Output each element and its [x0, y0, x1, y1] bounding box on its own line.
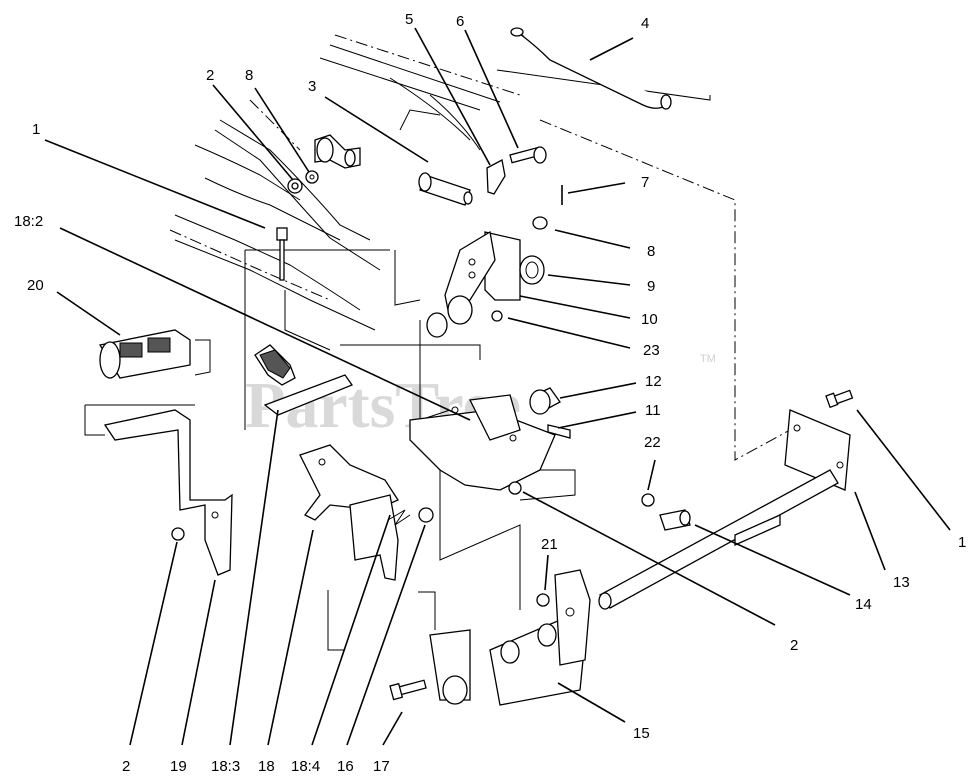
callout-20: 20 — [27, 277, 44, 294]
callout-23: 23 — [643, 342, 660, 359]
upper-bracket — [314, 134, 361, 169]
leader-lines — [44, 27, 951, 746]
nut-part-2-top — [287, 178, 303, 194]
callout-2-mid: 2 — [790, 637, 798, 654]
callout-3: 3 — [308, 78, 316, 95]
mount-bracket-part-11 — [409, 394, 571, 491]
spring-part-18-4 — [387, 509, 411, 526]
callout-21: 21 — [541, 536, 558, 553]
callout-13: 13 — [893, 574, 910, 591]
pin-part-3 — [418, 172, 473, 206]
lower-bracket-part-15 — [429, 569, 591, 706]
callout-18-3: 18:3 — [211, 758, 240, 775]
shaft-part-13 — [598, 409, 851, 610]
washer-part-8-top — [305, 170, 319, 184]
callout-1-right: 1 — [958, 534, 966, 551]
callout-16: 16 — [337, 758, 354, 775]
nut-part-21 — [536, 593, 550, 607]
pad-part-20 — [98, 329, 191, 379]
watermark-tm: TM — [700, 353, 716, 365]
bolt-part-6 — [509, 146, 547, 164]
bushing-part-12 — [529, 387, 561, 415]
callout-18-4: 18:4 — [291, 758, 320, 775]
callout-18: 18 — [258, 758, 275, 775]
callout-1-left: 1 — [32, 121, 40, 138]
washer-part-8-right — [532, 216, 548, 230]
nut-part-16 — [418, 507, 434, 523]
callout-7: 7 — [641, 174, 649, 191]
callout-2-top: 2 — [206, 67, 214, 84]
callout-9: 9 — [647, 278, 655, 295]
bolt-part-1-right — [825, 389, 854, 409]
callout-15: 15 — [633, 725, 650, 742]
callout-8-top: 8 — [245, 67, 253, 84]
rod-part-4 — [510, 27, 672, 110]
callout-11: 11 — [645, 402, 661, 419]
pivot-bracket — [426, 159, 521, 338]
bracket-part-19 — [103, 409, 233, 576]
frame-rails — [169, 34, 521, 331]
callout-22: 22 — [644, 434, 661, 451]
nut-part-23 — [491, 310, 503, 322]
pedal-part-18-3 — [254, 344, 354, 416]
bolt-part-1-left — [276, 227, 288, 281]
bushing-part-9 — [519, 255, 545, 285]
fitting-part-14 — [659, 509, 691, 531]
nut-part-2-mid — [508, 481, 522, 495]
frame-outline — [84, 69, 791, 651]
callout-8-right: 8 — [647, 243, 655, 260]
callout-10: 10 — [641, 311, 658, 328]
bolt-part-17 — [389, 679, 427, 701]
nut-part-22 — [641, 493, 655, 507]
callout-14: 14 — [855, 596, 872, 613]
callout-6: 6 — [456, 13, 464, 30]
callout-18-2: 18:2 — [14, 213, 43, 230]
callout-17: 17 — [373, 758, 390, 775]
callout-labels: 1 2 8 3 5 6 4 7 8 9 10 23 12 11 22 18:2 … — [14, 11, 966, 775]
callout-12: 12 — [645, 373, 662, 390]
callout-4: 4 — [641, 15, 649, 32]
callout-5: 5 — [405, 11, 413, 28]
callout-2-bottom: 2 — [122, 758, 130, 775]
pedal-arm-part-18 — [299, 444, 399, 581]
callout-19: 19 — [170, 758, 187, 775]
nut-part-2-bottom — [171, 527, 185, 541]
